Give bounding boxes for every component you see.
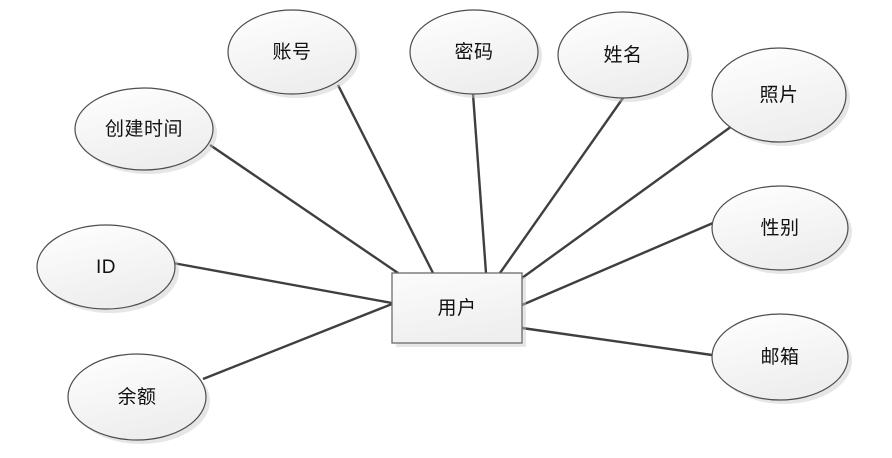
- attribute-ellipse-shape[interactable]: [227, 9, 357, 95]
- attribute-node-邮箱[interactable]: 邮箱: [711, 313, 849, 401]
- attribute-ellipse-shape[interactable]: [74, 87, 214, 171]
- attribute-ellipse-shape[interactable]: [67, 353, 207, 441]
- connector-line-姓名[interactable]: [499, 97, 624, 274]
- attribute-label: 照片: [759, 84, 798, 106]
- attribute-label: 余额: [117, 386, 156, 408]
- connector-line-创建时间[interactable]: [209, 144, 399, 274]
- attribute-ellipse-shape[interactable]: [711, 185, 849, 271]
- attribute-node-余额[interactable]: 余额: [67, 353, 207, 441]
- connector-line-账号[interactable]: [336, 84, 435, 274]
- entity-label: 用户: [437, 297, 476, 319]
- connector-line-密码[interactable]: [471, 93, 488, 274]
- connectors-layer: [172, 84, 733, 381]
- attribute-label: 账号: [272, 41, 311, 63]
- attribute-label: 创建时间: [105, 118, 183, 140]
- attribute-label: 性别: [760, 217, 799, 239]
- attribute-node-性别[interactable]: 性别: [711, 185, 849, 271]
- attribute-node-账号[interactable]: 账号: [227, 9, 357, 95]
- attribute-ellipse-shape[interactable]: [409, 9, 539, 95]
- entity-layer: 用户: [391, 272, 523, 344]
- connector-line-性别[interactable]: [521, 221, 714, 307]
- attribute-node-照片[interactable]: 照片: [711, 47, 847, 143]
- connector-line-余额[interactable]: [202, 302, 393, 381]
- attribute-label: ID: [96, 257, 116, 278]
- attribute-ellipse-shape[interactable]: [36, 224, 176, 310]
- attribute-label: 姓名: [603, 44, 642, 66]
- attribute-ellipse-shape[interactable]: [711, 47, 847, 143]
- attribute-node-ID[interactable]: ID: [36, 224, 176, 310]
- attribute-node-密码[interactable]: 密码: [409, 9, 539, 95]
- connector-line-照片[interactable]: [521, 125, 733, 279]
- attribute-ellipse-shape[interactable]: [557, 11, 689, 99]
- connector-line-邮箱[interactable]: [521, 326, 713, 357]
- attribute-node-姓名[interactable]: 姓名: [557, 11, 689, 99]
- entity-node-user[interactable]: 用户: [391, 272, 523, 344]
- connector-line-ID[interactable]: [172, 261, 393, 305]
- entity-rect-shape[interactable]: [391, 272, 523, 344]
- attribute-label: 密码: [454, 41, 493, 63]
- attribute-ellipse-shape[interactable]: [711, 313, 849, 401]
- attribute-node-创建时间[interactable]: 创建时间: [74, 87, 214, 171]
- attribute-label: 邮箱: [760, 346, 799, 368]
